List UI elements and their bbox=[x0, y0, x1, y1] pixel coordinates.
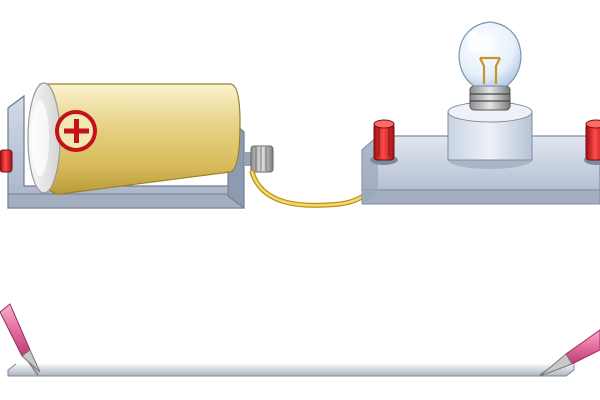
bulb-right-terminal bbox=[584, 119, 600, 165]
bulb-pedestal bbox=[447, 101, 533, 169]
right-probe bbox=[539, 329, 600, 377]
bulb-filament-icon bbox=[479, 56, 501, 84]
battery-terminal-symbol: + bbox=[0, 0, 1, 1]
left-probe bbox=[0, 303, 41, 376]
battery: + bbox=[0, 0, 241, 195]
test-rod bbox=[7, 363, 575, 377]
battery-screw-terminal bbox=[244, 145, 274, 173]
battery-negative-terminal bbox=[0, 149, 13, 173]
positive-terminal-icon bbox=[55, 110, 97, 152]
light-bulb bbox=[458, 21, 522, 111]
bulb-left-terminal bbox=[370, 119, 398, 165]
battery-holder bbox=[7, 94, 245, 209]
